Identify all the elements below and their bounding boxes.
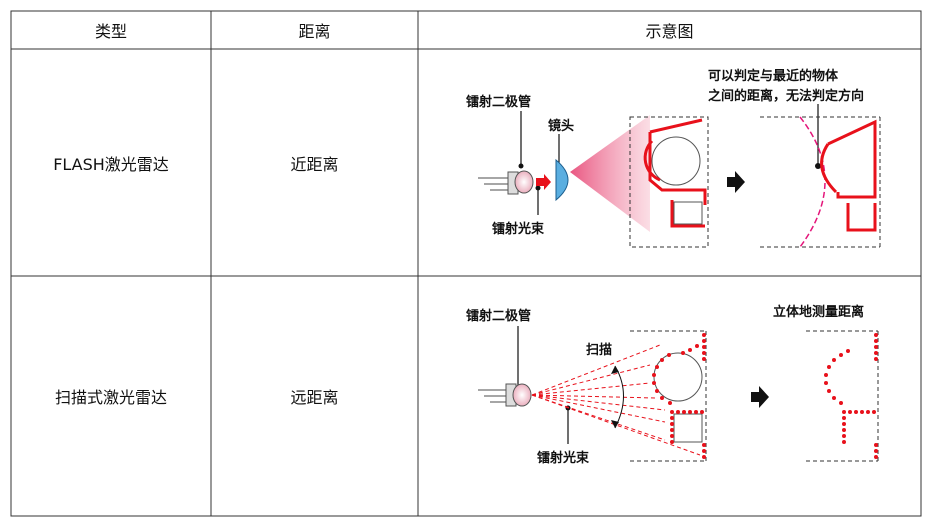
flash-lens-icon [555,158,569,202]
flash-note-line2: 之间的距离，无法判定方向 [708,88,864,104]
flash-arrow-icon [727,171,745,193]
row1-distance: 近距离 [290,154,339,174]
header-distance: 距离 [298,22,331,41]
header-type: 类型 [94,22,127,41]
flash-laser-diode-icon [478,170,534,195]
scan-rays [531,344,701,456]
scan-points-1 [652,333,706,459]
scan-arrow-icon [751,386,769,408]
scan-scan-label: 扫描 [586,342,612,358]
scan-beam-label: 镭射光束 [536,450,590,466]
row1-type: FLASH激光雷达 [53,154,169,174]
header-diagram: 示意图 [645,22,694,41]
scan-laser-diode-label: 镭射二极管 [465,308,531,324]
flash-lens-label: 镜头 [548,118,574,134]
flash-beam-label: 镭射光束 [491,221,545,237]
flash-laser-diode-label: 镭射二极管 [465,94,531,110]
scan-points-2 [824,333,878,459]
row2-distance: 远距离 [290,388,339,407]
scan-laser-diode-icon [478,383,532,407]
scan-result-label: 立体地测量距离 [773,304,864,320]
row2-type: 扫描式激光雷达 [54,388,167,407]
flash-note-line1: 可以判定与最近的物体 [708,68,839,84]
